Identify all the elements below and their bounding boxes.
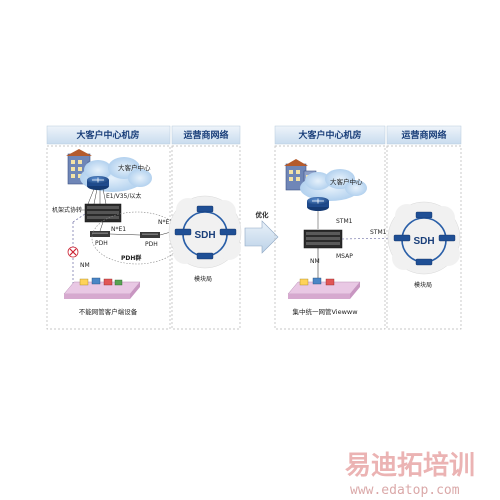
right-sdh-node-icons bbox=[393, 211, 456, 266]
e1-v35-label: E1/V35/以太 bbox=[106, 192, 141, 200]
ne1-label-upper: N*E1 bbox=[111, 226, 126, 233]
pdh-label-left: PDH bbox=[95, 240, 108, 247]
right-panel: 大客户中心机房 运营商网络 大客户中心 STM1 bbox=[274, 125, 462, 330]
msap-device-icon bbox=[303, 229, 343, 249]
right-router-icon bbox=[307, 197, 329, 211]
right-module-label: 模块局 bbox=[414, 281, 432, 289]
pdh-label-right: PDH bbox=[145, 241, 158, 248]
rack-label: 机架式协转 bbox=[52, 206, 82, 214]
pdh-link bbox=[109, 233, 141, 236]
ne1-label-right: N*E1 bbox=[158, 219, 173, 226]
rack-converter-icon bbox=[84, 203, 122, 223]
left-header-center-bar bbox=[46, 125, 171, 145]
optimize-label: 优化 bbox=[256, 210, 270, 219]
right-cloud-label: 大客户中心 bbox=[330, 177, 363, 186]
right-stm1-label-right: STM1 bbox=[370, 229, 387, 236]
right-sdh-cloud bbox=[387, 201, 461, 275]
pdh-group-label: PDH群 bbox=[121, 254, 141, 262]
left-center-frame bbox=[46, 145, 171, 330]
left-workstation-icons bbox=[79, 277, 123, 286]
right-header-center: 大客户中心机房 bbox=[298, 129, 361, 141]
right-header-operator: 运营商网络 bbox=[401, 129, 446, 141]
left-cloud-label: 大客户中心 bbox=[118, 163, 151, 172]
right-header-center-bar bbox=[274, 125, 386, 145]
right-bottom-caption: 集中统一网管Viewww bbox=[292, 307, 358, 316]
left-sdh-cloud bbox=[168, 195, 242, 269]
watermark: 易迪拓培训 www.edatop.com bbox=[345, 451, 475, 498]
left-header-operator: 运营商网络 bbox=[183, 129, 228, 141]
left-operator-frame bbox=[171, 145, 241, 330]
right-nm-platform bbox=[287, 281, 361, 299]
blocked-x-icon bbox=[67, 246, 79, 258]
watermark-brand: 易迪拓培训 bbox=[345, 451, 475, 481]
right-header-operator-bar bbox=[386, 125, 462, 145]
left-sdh-node-icons bbox=[174, 205, 237, 260]
right-customer-cloud bbox=[300, 169, 367, 201]
right-center-frame bbox=[274, 145, 386, 330]
right-workstation-icons bbox=[299, 277, 335, 286]
pdh-device-left-icon bbox=[90, 231, 110, 237]
msap-label: MSAP bbox=[336, 253, 353, 260]
left-header-center: 大客户中心机房 bbox=[76, 129, 139, 141]
left-panel: 大客户中心机房 运营商网络 大客户中心 bbox=[46, 125, 242, 330]
right-stm1-label-upper: STM1 bbox=[336, 218, 353, 225]
left-header-operator-bar bbox=[171, 125, 241, 145]
right-nm-label: NM bbox=[310, 258, 320, 265]
left-router-icon bbox=[87, 176, 109, 190]
right-operator-frame bbox=[386, 145, 462, 330]
left-module-label: 模块局 bbox=[194, 275, 212, 283]
optimize-arrow bbox=[244, 220, 279, 254]
right-sdh-label: SDH bbox=[413, 236, 434, 247]
left-nm-label: NM bbox=[80, 262, 90, 269]
left-sdh-label: SDH bbox=[194, 230, 215, 241]
left-bottom-caption: 不能网管客户端设备 bbox=[79, 307, 138, 316]
pdh-device-right-icon bbox=[140, 232, 160, 238]
watermark-url: www.edatop.com bbox=[350, 483, 460, 498]
left-nm-platform bbox=[63, 281, 141, 299]
router-to-rack-links bbox=[87, 188, 107, 205]
